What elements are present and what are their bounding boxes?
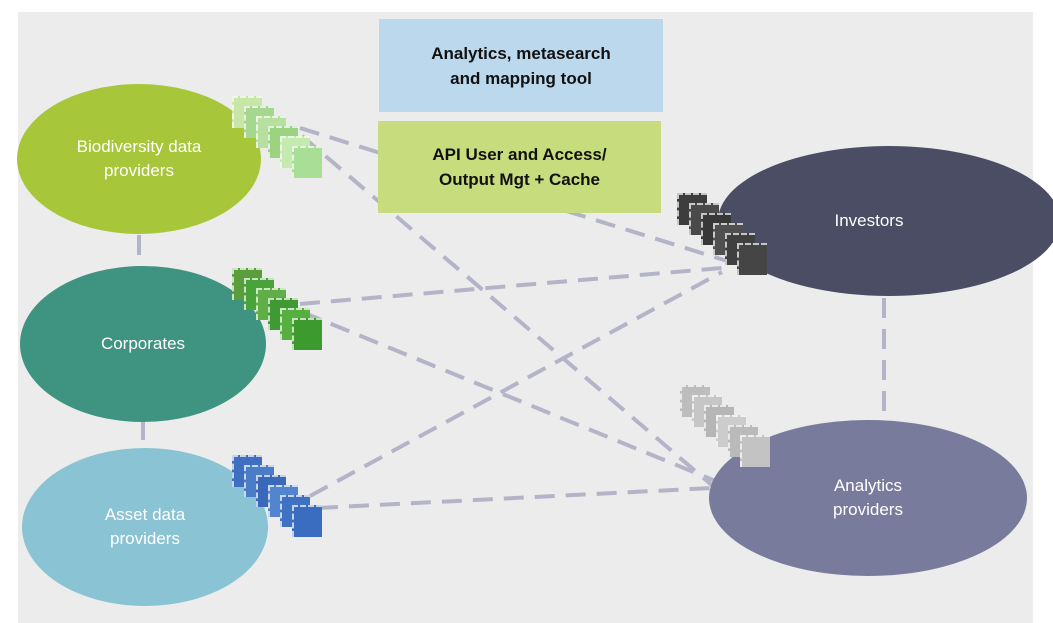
- node-asset-data-providers: Asset data providers: [22, 448, 268, 606]
- api-card: [292, 505, 322, 537]
- node-corporates: Corporates: [20, 266, 266, 422]
- api-user-access-box: API User and Access/ Output Mgt + Cache: [378, 121, 661, 213]
- connector-corporates-analytics: [301, 310, 719, 484]
- node-investors: Investors: [718, 146, 1053, 296]
- api-card: [292, 146, 322, 178]
- api-card: [737, 243, 767, 275]
- api-card: [292, 318, 322, 350]
- node-asset-label: Asset data providers: [104, 505, 186, 548]
- connector-asset-analytics: [317, 486, 713, 510]
- node-investors-label: Investors: [834, 211, 904, 230]
- node-corporates-label: Corporates: [100, 334, 186, 353]
- connector-asset-investors: [309, 270, 723, 498]
- node-biodiversity-label: Biodiversity data providers: [76, 137, 202, 180]
- node-biodiversity-data-providers: Biodiversity data providers: [17, 84, 261, 234]
- api-mgmt-label: API User and Access/ Output Mgt + Cache: [432, 145, 607, 189]
- connector-corporates-investors: [299, 266, 723, 306]
- api-card: [740, 435, 770, 467]
- analytics-tool-label: Analytics, metasearch and mapping tool: [431, 43, 611, 88]
- node-analytics-label: Analytics providers: [833, 476, 903, 519]
- analytics-metasearch-mapping-tool-box: Analytics, metasearch and mapping tool: [379, 19, 663, 112]
